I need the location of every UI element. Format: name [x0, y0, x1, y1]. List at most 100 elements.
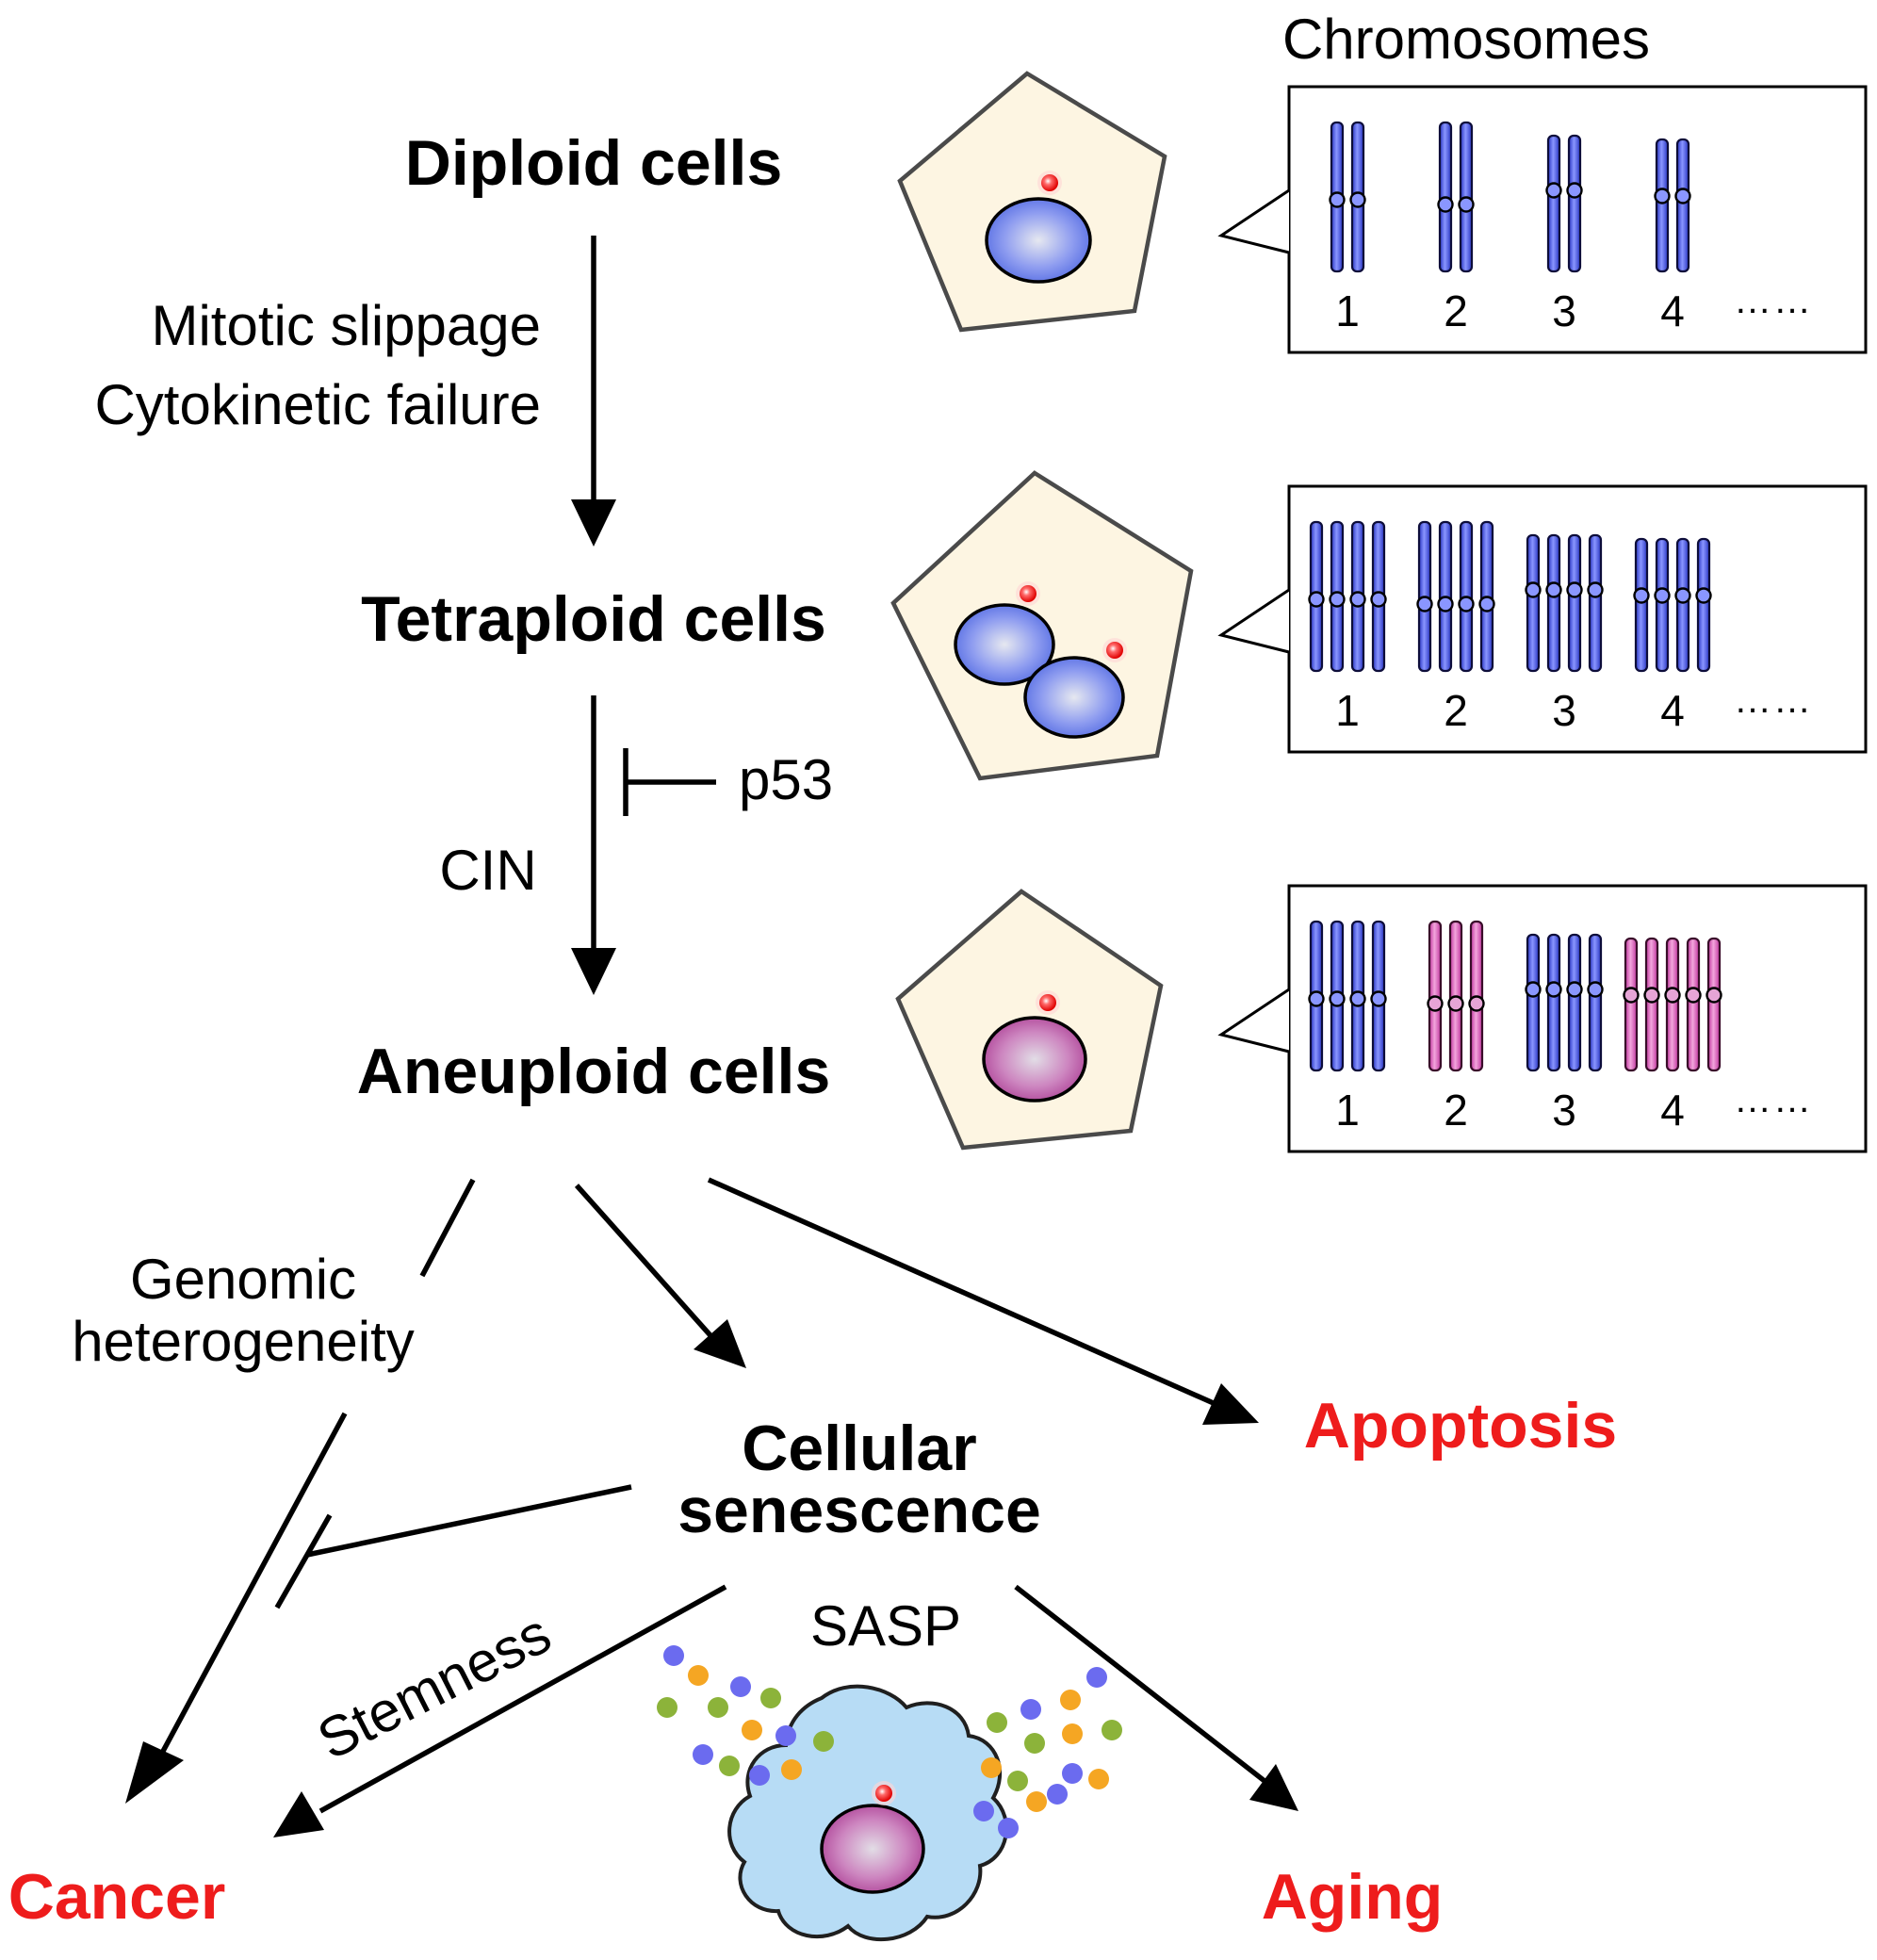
centromere	[1674, 587, 1691, 604]
tetraploid-cell	[890, 470, 1194, 781]
sasp-factor-dot	[1024, 1733, 1045, 1754]
chromosome-group-2: 2	[1416, 520, 1495, 735]
chromosome-group-4: 4	[1654, 138, 1691, 335]
centromere	[1587, 581, 1604, 598]
centromere	[1349, 990, 1366, 1007]
centromere	[1643, 987, 1660, 1004]
centromere	[1437, 596, 1454, 612]
chromosome	[1655, 537, 1670, 673]
arrow-senescence-to-cancer-stemness	[273, 1584, 727, 1838]
centromere	[1545, 581, 1562, 598]
sasp-factor-dot	[742, 1720, 762, 1740]
centromere	[1468, 995, 1485, 1012]
chromosome-number-label: 4	[1660, 286, 1685, 335]
chromosome	[1696, 537, 1711, 673]
process-cytokinetic-failure-label: Cytokinetic failure	[94, 373, 541, 436]
p53-inhibition-mark	[623, 748, 716, 816]
chromosome-number-label: 1	[1335, 286, 1360, 335]
arrow-tetraploid-to-aneuploid	[571, 695, 616, 995]
centrosome-dot	[875, 1785, 892, 1802]
stage-senescence-label-line2: senescence	[677, 1475, 1041, 1546]
genomic-heterogeneity-line	[419, 1178, 476, 1278]
centromere	[1458, 596, 1475, 612]
chromosome	[1546, 933, 1561, 1072]
sasp-factor-dot	[1047, 1784, 1068, 1805]
chromosome	[1644, 937, 1659, 1072]
chromosome-number-label: 3	[1552, 1086, 1576, 1135]
chromosome-group-4: 4	[1623, 937, 1722, 1135]
chromosome-number-label: 2	[1444, 286, 1468, 335]
centromere	[1437, 196, 1454, 213]
centromere	[1427, 995, 1444, 1012]
sasp-factor-dot	[749, 1765, 770, 1786]
outcome-aging-label: Aging	[1262, 1861, 1444, 1933]
arrow-senescence-to-aging	[1014, 1584, 1298, 1811]
chromosome	[1675, 537, 1690, 673]
centromere	[1329, 591, 1346, 608]
chromosome-group-1: 1	[1308, 520, 1387, 735]
centrosome-dot	[1041, 174, 1058, 191]
centromere	[1566, 981, 1583, 998]
centromere	[1525, 581, 1542, 598]
senescence-inhibits-cancer-mark	[274, 1484, 632, 1609]
chromosome	[1567, 134, 1582, 273]
tetraploid-nucleus-2	[1023, 656, 1125, 739]
sasp-factor-dot	[1062, 1723, 1083, 1744]
senescent-cell	[727, 1684, 1008, 1942]
outcome-apoptosis-label: Apoptosis	[1304, 1390, 1617, 1462]
centromere	[1349, 591, 1366, 608]
centromere	[1654, 188, 1671, 204]
centromere	[1674, 188, 1691, 204]
sasp-factor-dot	[1007, 1771, 1028, 1791]
centromere	[1545, 981, 1562, 998]
centromere	[1566, 581, 1583, 598]
outcome-cancer-label: Cancer	[8, 1861, 226, 1933]
sasp-factor-dot	[760, 1688, 781, 1708]
chromosome	[1526, 533, 1541, 673]
chromosome	[1588, 933, 1603, 1072]
sasp-factor-dot	[693, 1744, 713, 1765]
aneuploid-nucleus	[982, 1016, 1087, 1102]
centromere	[1695, 587, 1712, 604]
stage-diploid-label: Diploid cells	[405, 127, 783, 199]
centromere	[1685, 987, 1702, 1004]
chromosome	[1526, 933, 1541, 1072]
process-sasp-label: SASP	[810, 1594, 961, 1658]
chromosome	[1624, 937, 1639, 1072]
sasp-factor-dot	[1026, 1791, 1047, 1812]
arrow-aneuploid-to-senescence	[574, 1184, 746, 1368]
centromere	[1478, 596, 1495, 612]
centrosome-dot	[1106, 642, 1123, 659]
centromere	[1545, 182, 1562, 199]
chromosome-number-label: 3	[1552, 686, 1576, 735]
centromere	[1447, 995, 1464, 1012]
sasp-factor-dot	[998, 1818, 1019, 1838]
centromere	[1706, 987, 1722, 1004]
sasp-factor-dot	[730, 1676, 751, 1697]
sasp-factor-dot	[987, 1712, 1007, 1733]
sasp-factor-dot	[663, 1645, 684, 1666]
sasp-factor-dot	[781, 1759, 802, 1780]
centrosome-dot	[1020, 585, 1036, 602]
arrow-diploid-to-tetraploid	[571, 236, 616, 547]
sasp-factor-dot	[1060, 1690, 1081, 1710]
aneuploid-cell	[895, 889, 1164, 1151]
chromosome	[1567, 933, 1582, 1072]
chromosome	[1655, 138, 1670, 273]
process-p53-label: p53	[739, 748, 833, 811]
chromosome	[1567, 533, 1582, 673]
chromosome	[1546, 533, 1561, 673]
senescent-nucleus	[820, 1804, 925, 1894]
centromere	[1329, 990, 1346, 1007]
sasp-factor-dot	[719, 1756, 740, 1776]
chromosome-group-1: 1	[1329, 121, 1366, 335]
tetraploid-nucleus-1	[954, 603, 1055, 686]
chromosome-number-label: 4	[1660, 1086, 1685, 1135]
sasp-factor-dot	[1020, 1699, 1041, 1720]
process-cin-label: CIN	[439, 839, 536, 902]
chromosome-ellipsis: ……	[1734, 679, 1813, 721]
